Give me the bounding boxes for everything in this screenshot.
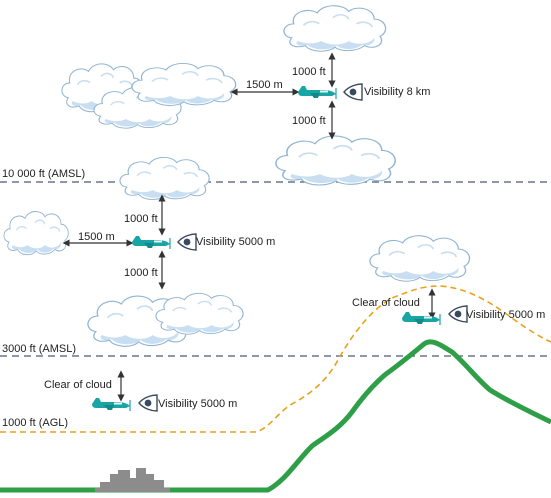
top-vertical-below: 1000 ft: [292, 115, 326, 127]
cloud-icon: [130, 62, 237, 107]
agl-line: [0, 285, 551, 433]
city-icon: [95, 468, 170, 492]
middle-vertical-below: 1000 ft: [124, 267, 158, 279]
aircraft-icon: [401, 311, 441, 326]
middle-visibility: Visibility 5000 m: [196, 236, 275, 248]
cloud-icon: [274, 134, 397, 187]
eye-icon: [343, 83, 363, 101]
mountain-clear-of-cloud: Clear of cloud: [352, 297, 420, 309]
mountain-visibility: Visibility 5000 m: [466, 309, 545, 321]
top-vertical-above: 1000 ft: [292, 66, 326, 78]
terrain-line: [0, 339, 551, 493]
cloud-icon: [282, 4, 387, 53]
aircraft-icon: [131, 235, 171, 250]
eye-icon: [138, 394, 158, 412]
cloud-icon: [368, 234, 471, 283]
aircraft-icon: [297, 85, 337, 100]
middle-vertical-above: 1000 ft: [124, 213, 158, 225]
cloud-icon: [119, 156, 211, 201]
level-label-3000: 3000 ft (AMSL): [2, 343, 76, 355]
level-label-1000-agl: 1000 ft (AGL): [2, 417, 68, 429]
low-clear-of-cloud: Clear of cloud: [44, 379, 112, 391]
eye-icon: [448, 305, 468, 323]
eye-icon: [177, 233, 197, 251]
top-horizontal: 1500 m: [246, 79, 283, 91]
aircraft-icon: [91, 397, 131, 412]
middle-horizontal: 1500 m: [78, 231, 115, 243]
cloud-icon: [3, 210, 70, 256]
cloud-icon: [155, 292, 244, 336]
top-visibility: Visibility 8 km: [364, 86, 430, 98]
level-label-10000: 10 000 ft (AMSL): [2, 168, 85, 180]
low-visibility: Visibility 5000 m: [158, 398, 237, 410]
